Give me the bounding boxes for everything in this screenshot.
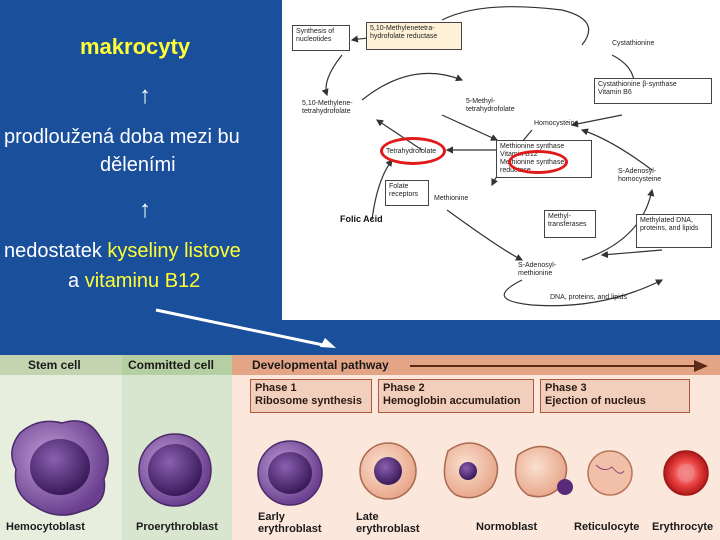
caption-normoblast: Normoblast [476,521,538,533]
phase-2-box: Phase 2 Hemoglobin accumulation [378,379,534,413]
erythropoiesis-figure: Stem cell Committed cell Developmental p… [0,355,720,540]
label-methionine: Methionine [434,195,469,202]
pointer-arrow [155,308,336,348]
metabolic-diagram: Synthesis of nucleotides 5,10-Methylenet… [282,0,720,320]
label-methylene-thf: 5,10-Methylene- tetrahydrofolate [302,100,353,115]
caption-late-erythroblast: Late erythroblast [356,511,420,535]
label-sam: S-Adenosyl- methionine [518,262,557,277]
cell-illustrations [11,420,709,516]
text-line-3: nedostatek kyseliny listove [4,240,241,263]
committed-cell-header-bar [122,355,232,375]
caption-early-erythroblast: Early erythroblast [258,511,322,535]
caption-erythrocyte: Erythrocyte [652,521,714,533]
text-line-4-highlight: vitaminu B12 [84,270,201,292]
slide-title: makrocyty [80,34,191,59]
label-sah: S-Adenosyl- homocysteine [618,168,662,183]
box-methylated-dna: Methylated DNA, proteins, and lipids [636,214,712,248]
text-line-4-prefix: a [68,270,85,292]
phase-3-box: Phase 3 Ejection of nucleus [540,379,690,413]
stem-cell-header-bar [0,355,122,375]
box-cbs: Cystathionine β-synthase Vitamin B6 [594,78,712,104]
box-mthf-reductase: 5,10-Methylenetetra- hydrofolate reducta… [366,22,462,50]
text-line-4: a vitaminu B12 [68,270,200,293]
phase-1-box: Phase 1 Ribosome synthesis [250,379,372,413]
text-line-1: prodloužená doba mezi bu [4,126,240,148]
caption-proerythroblast: Proerythroblast [136,521,218,533]
box-methyltransferases: Methyl- transferases [544,210,596,238]
committed-cell-header: Committed cell [128,358,215,372]
box-folate-receptors: Folate receptors [385,180,429,206]
box-synthesis-nucleotides: Synthesis of nucleotides [292,25,350,51]
reticulocyte-cell [587,450,633,496]
stem-cell-header: Stem cell [28,358,81,372]
highlight-ring-b12 [508,150,568,174]
highlight-ring-thf [380,137,446,165]
text-line-3-highlight: kyseliny listove [107,240,241,262]
label-folic-acid: Folic Acid [340,214,383,224]
label-cystathionine: Cystathionine [612,40,655,47]
text-line-3-prefix: nedostatek [4,240,108,262]
label-dna-proteins-lipids: DNA, proteins, and lipids [550,294,628,301]
text-line-2: děleními [100,154,176,176]
up-arrow-2: ↑ [139,196,151,223]
up-arrow-1: ↑ [139,82,151,109]
label-methyl-thf: 5-Methyl- tetrahydrofolate [466,98,515,113]
developmental-arrow-icon [410,360,708,372]
caption-hemocytoblast: Hemocytoblast [6,521,85,533]
label-homocysteine: Homocysteine [534,120,579,127]
developmental-header: Developmental pathway [252,358,389,372]
caption-reticulocyte: Reticulocyte [574,521,640,533]
